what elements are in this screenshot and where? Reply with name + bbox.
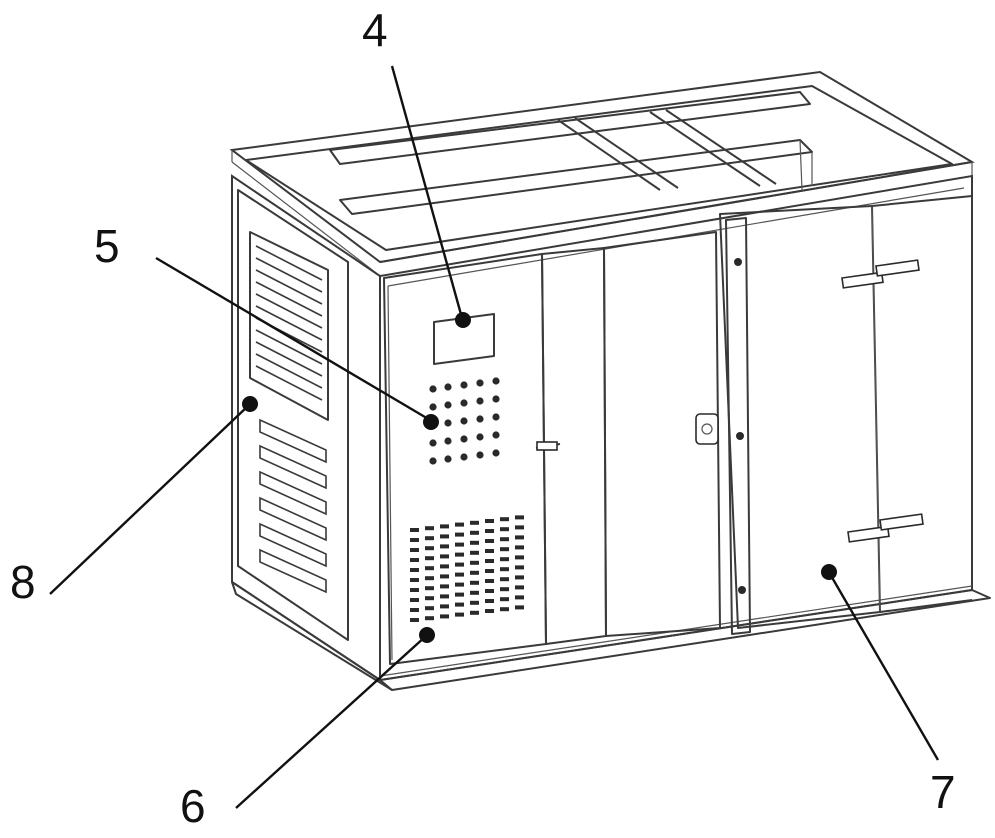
vent-slot xyxy=(425,536,434,540)
vent-slot xyxy=(440,594,449,598)
vent-slot xyxy=(500,517,509,521)
vent-slot xyxy=(515,525,524,529)
vent-slot xyxy=(470,531,479,535)
vent-slot xyxy=(500,537,509,541)
vent-slot xyxy=(515,545,524,549)
vent-slot xyxy=(515,605,524,609)
vent-slot xyxy=(455,523,464,527)
vent-slot xyxy=(455,593,464,597)
vent-slot xyxy=(440,574,449,578)
vent-slot xyxy=(470,541,479,545)
vent-slot xyxy=(515,555,524,559)
vent-slot xyxy=(515,515,524,519)
vent-slot xyxy=(410,548,419,552)
vent-slot xyxy=(470,561,479,565)
vent-slot xyxy=(410,528,419,532)
vent-slot xyxy=(410,598,419,602)
vent-slot xyxy=(410,568,419,572)
vent-slot xyxy=(515,535,524,539)
vent-slot xyxy=(455,533,464,537)
vent-slot xyxy=(440,564,449,568)
callout-4: 4 xyxy=(362,4,388,56)
vent-slot xyxy=(425,596,434,600)
vent-slot xyxy=(410,538,419,542)
vent-slot xyxy=(410,588,419,592)
vent-slot xyxy=(470,581,479,585)
vent-slot xyxy=(485,539,494,543)
vent-slot xyxy=(455,613,464,617)
vent-slot xyxy=(470,571,479,575)
callout-6-marker xyxy=(419,627,435,643)
vent-slot xyxy=(455,583,464,587)
vent-slot xyxy=(485,589,494,593)
vent-slot xyxy=(425,526,434,530)
vent-slot xyxy=(425,576,434,580)
vent-slot xyxy=(485,609,494,613)
vent-slot xyxy=(485,519,494,523)
vent-slot xyxy=(455,563,464,567)
vent-slot xyxy=(485,569,494,573)
vent-slot xyxy=(500,587,509,591)
vent-slot xyxy=(455,543,464,547)
callout-4-marker xyxy=(455,312,471,328)
vent-slot xyxy=(485,559,494,563)
vent-slot xyxy=(440,534,449,538)
vent-slot xyxy=(425,566,434,570)
vent-slot xyxy=(485,529,494,533)
vent-slot xyxy=(410,608,419,612)
callout-6: 6 xyxy=(180,780,206,832)
vent-slot xyxy=(440,524,449,528)
vent-slot xyxy=(470,611,479,615)
vent-slot xyxy=(440,614,449,618)
vent-slot xyxy=(500,557,509,561)
callout-7: 7 xyxy=(930,766,956,818)
vent-slot xyxy=(500,597,509,601)
vent-slot xyxy=(515,585,524,589)
vent-slot xyxy=(515,575,524,579)
callout-8-marker xyxy=(242,396,258,412)
callout-7-marker xyxy=(821,564,837,580)
vent-slot xyxy=(410,558,419,562)
vent-slot xyxy=(485,599,494,603)
vent-slot xyxy=(515,565,524,569)
callout-8: 8 xyxy=(10,556,36,608)
vent-slot xyxy=(440,584,449,588)
vent-slot xyxy=(440,554,449,558)
vent-slot xyxy=(500,527,509,531)
vent-slot xyxy=(485,549,494,553)
vent-slot xyxy=(500,567,509,571)
vent-slot xyxy=(470,551,479,555)
vent-slot xyxy=(425,586,434,590)
vent-slot xyxy=(470,521,479,525)
vent-slot xyxy=(440,604,449,608)
vent-slot xyxy=(500,607,509,611)
vent-slot xyxy=(425,606,434,610)
vent-slot xyxy=(470,591,479,595)
vent-slot xyxy=(410,618,419,622)
callout-5-marker xyxy=(423,414,439,430)
vent-slot xyxy=(455,603,464,607)
vent-slot xyxy=(410,578,419,582)
vent-slot xyxy=(425,616,434,620)
vent-slot xyxy=(455,553,464,557)
vent-slot xyxy=(425,546,434,550)
vent-slot xyxy=(515,595,524,599)
vent-slot xyxy=(440,544,449,548)
vent-slot xyxy=(455,573,464,577)
vent-slot xyxy=(500,547,509,551)
vent-slot xyxy=(470,601,479,605)
vent-slot xyxy=(485,579,494,583)
vent-slot xyxy=(425,556,434,560)
vent-slot xyxy=(500,577,509,581)
callout-5: 5 xyxy=(94,220,120,272)
